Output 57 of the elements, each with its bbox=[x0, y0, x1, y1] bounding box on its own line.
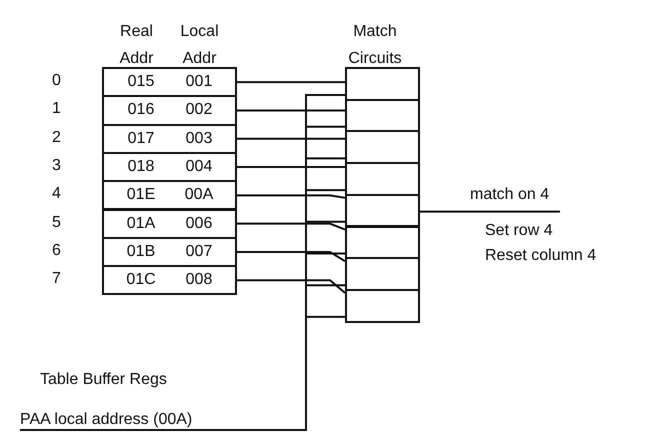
register-row bbox=[102, 152, 237, 182]
connector-line bbox=[237, 222, 346, 230]
row-number: 2 bbox=[52, 128, 61, 147]
connector-line bbox=[237, 250, 346, 262]
row-number: 1 bbox=[52, 100, 61, 118]
match-circuit-cell bbox=[345, 288, 420, 323]
note: Reset column 4 bbox=[485, 247, 596, 265]
address-value: 00A bbox=[184, 186, 214, 204]
caption: Table Buffer Regs bbox=[40, 371, 167, 389]
signal-label: PAA local address (00A) bbox=[20, 411, 192, 429]
register-row bbox=[102, 67, 237, 98]
group-heading: Match Circuits bbox=[347, 22, 403, 69]
row-number: 4 bbox=[52, 185, 61, 204]
connector-line bbox=[237, 279, 346, 294]
address-value: 01E bbox=[126, 186, 156, 204]
register-row bbox=[102, 208, 237, 239]
address-value: 01C bbox=[125, 271, 157, 290]
row-number: 7 bbox=[52, 270, 61, 288]
register-row bbox=[102, 265, 237, 296]
column-header: Real Addr bbox=[118, 22, 154, 69]
row-number: 0 bbox=[52, 72, 61, 90]
address-value: 008 bbox=[184, 271, 214, 290]
match-circuit-cell bbox=[345, 226, 420, 260]
connector-line bbox=[237, 166, 345, 168]
connector-line bbox=[237, 138, 345, 140]
register-row bbox=[102, 124, 237, 154]
register-row bbox=[102, 95, 237, 126]
address-value: 003 bbox=[184, 130, 214, 148]
row-number: 3 bbox=[52, 156, 61, 175]
address-value: 01A bbox=[126, 214, 156, 232]
connector-line bbox=[20, 316, 345, 431]
match-circuit-cell bbox=[345, 194, 420, 228]
address-value: 004 bbox=[184, 158, 214, 176]
note: Set row 4 bbox=[485, 222, 553, 240]
address-value: 002 bbox=[184, 101, 214, 120]
row-number: 6 bbox=[52, 242, 61, 260]
address-value: 01B bbox=[126, 242, 156, 261]
connector-line bbox=[237, 81, 345, 84]
connector-line bbox=[420, 210, 560, 213]
address-value: 018 bbox=[126, 158, 156, 176]
address-value: 006 bbox=[184, 214, 214, 232]
connector-line bbox=[237, 194, 346, 199]
match-circuit-cell bbox=[345, 257, 420, 291]
match-circuit-cell bbox=[345, 130, 420, 164]
address-value: 017 bbox=[126, 130, 156, 148]
register-row bbox=[102, 180, 237, 210]
match-circuit-cell bbox=[345, 162, 420, 196]
address-value: 007 bbox=[184, 242, 214, 261]
register-row bbox=[102, 236, 237, 268]
connector-line bbox=[237, 109, 345, 112]
address-value: 016 bbox=[126, 101, 156, 120]
row-number: 5 bbox=[52, 214, 61, 232]
column-header: Local Addr bbox=[179, 22, 220, 69]
match-circuit-cell bbox=[345, 98, 420, 132]
address-value: 015 bbox=[126, 73, 156, 91]
match-circuit-cell bbox=[345, 67, 420, 101]
address-value: 001 bbox=[184, 73, 214, 91]
